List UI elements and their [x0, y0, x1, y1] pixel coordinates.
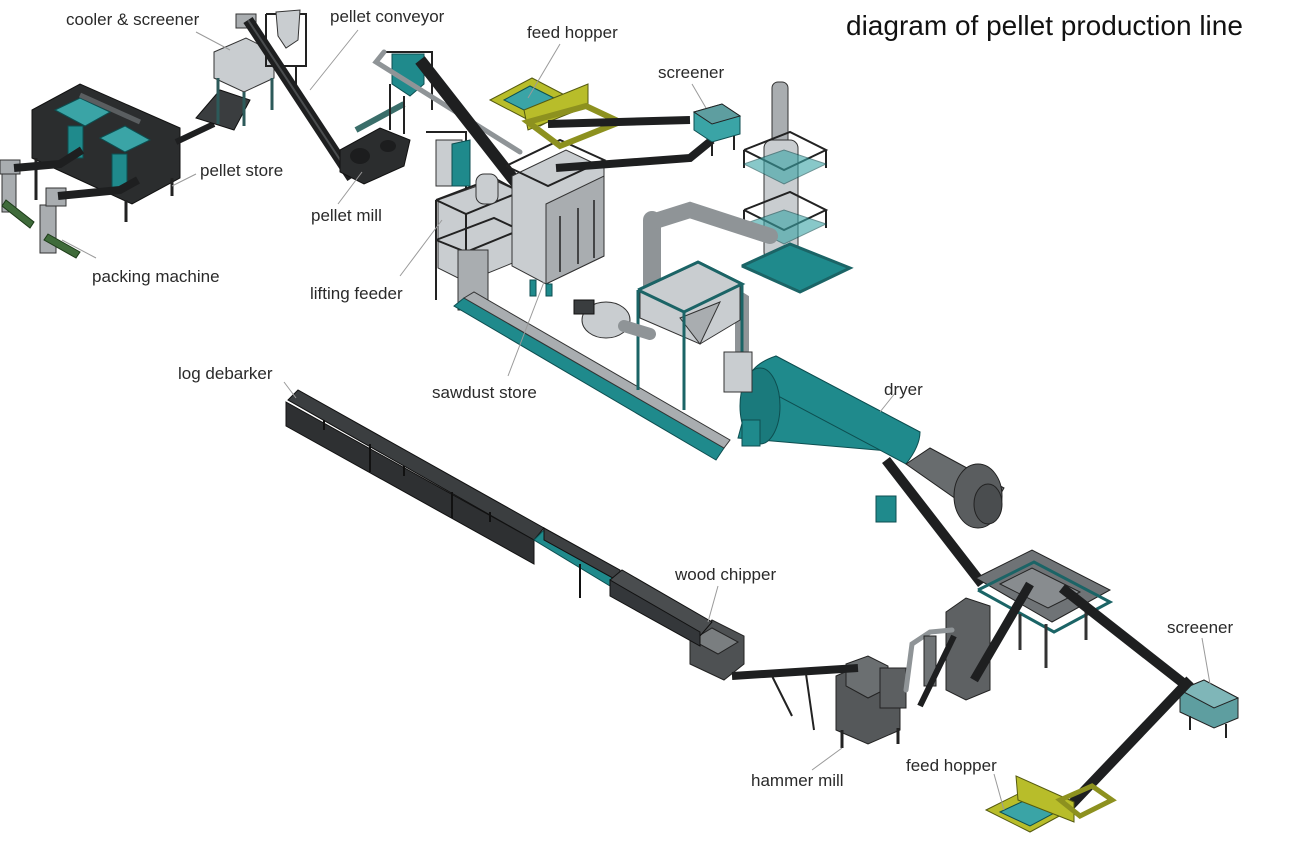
feed-hopper-bottom-equipment [984, 676, 1194, 833]
hot-air-furnace-equipment [740, 81, 854, 294]
label-feed-hopper-top: feed hopper [527, 23, 618, 42]
label-log-debarker: log debarker [178, 364, 273, 383]
wood-chipper-equipment [689, 619, 859, 731]
pellet-conveyor-equipment [243, 16, 357, 182]
leader-lines [61, 29, 1211, 811]
diagram-title: diagram of pellet production line [846, 10, 1243, 41]
label-hammer-mill: hammer mill [751, 771, 844, 790]
label-packing-machine: packing machine [92, 267, 220, 286]
screener-top-equipment [547, 103, 742, 172]
cooler-screener-equipment [195, 9, 307, 131]
label-wood-chipper: wood chipper [674, 565, 776, 584]
label-screener-bottom: screener [1167, 618, 1233, 637]
pellet-store-equipment [13, 83, 216, 222]
chip-silo-equipment [882, 456, 1196, 701]
label-dryer: dryer [884, 380, 923, 399]
lifting-feeder-equipment [415, 56, 533, 311]
label-lifting-feeder: lifting feeder [310, 284, 403, 303]
label-feed-hopper-bottom: feed hopper [906, 756, 997, 775]
label-pellet-conveyor: pellet conveyor [330, 7, 445, 26]
dryer-equipment [723, 351, 1005, 529]
screener-bottom-equipment [1178, 679, 1240, 738]
cyclone-fan-equipment [573, 201, 778, 410]
label-screener-top: screener [658, 63, 724, 82]
label-cooler-screener: cooler & screener [66, 10, 200, 29]
label-pellet-store: pellet store [200, 161, 283, 180]
label-sawdust-store: sawdust store [432, 383, 537, 402]
log-debarker-equipment [285, 389, 713, 647]
feed-hopper-top-equipment [488, 77, 628, 150]
sawdust-store-equipment [453, 138, 731, 461]
hammer-mill-equipment [835, 627, 957, 748]
label-pellet-mill: pellet mill [311, 206, 382, 225]
